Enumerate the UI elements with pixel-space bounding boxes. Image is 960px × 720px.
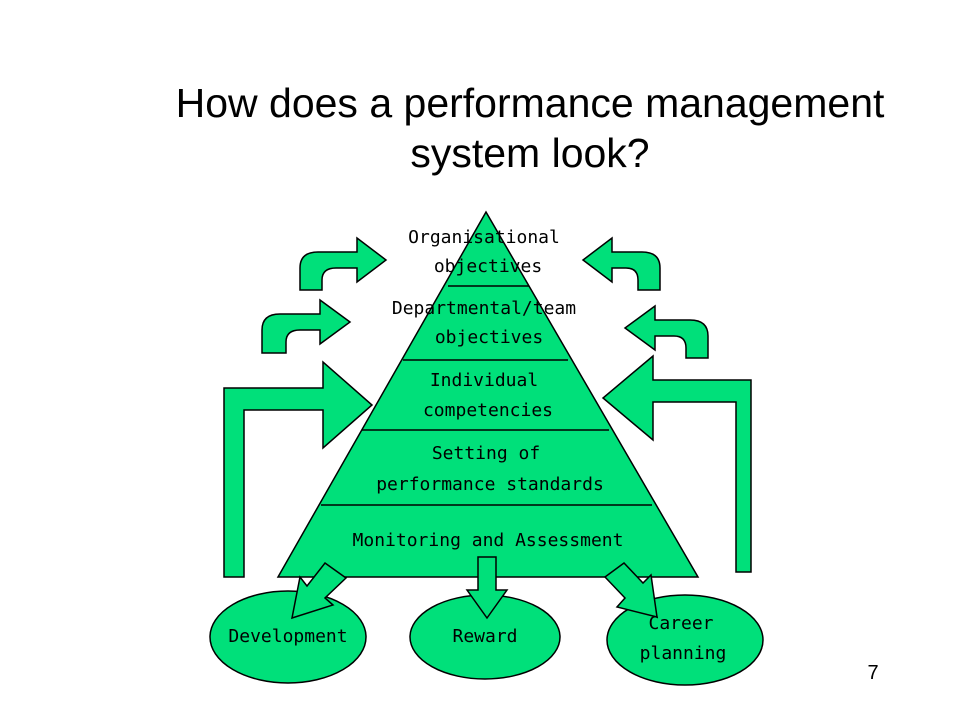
level-1-label-line-2: objectives: [434, 256, 542, 277]
level-2-label-line-2: objectives: [435, 327, 543, 348]
outcome-reward-label: Reward: [452, 626, 517, 647]
level-1-label-line-1: Organisational: [408, 227, 560, 248]
curved-arrow-right-second-icon: [623, 304, 709, 359]
bent-arrow-right-icon: [601, 354, 752, 573]
level-3-label-line-2: competencies: [423, 400, 553, 421]
level-5-label: Monitoring and Assessment: [353, 530, 624, 551]
arrow-to-reward-icon: [465, 556, 509, 620]
arrow-to-development-icon: [291, 561, 348, 620]
title-line-1: How does a performance management: [175, 80, 885, 126]
title-line-2: system look?: [410, 130, 650, 176]
page-title: How does a performance management system…: [130, 78, 930, 178]
curved-arrow-left-top-icon: [299, 236, 388, 291]
outcome-career-planning: [606, 594, 764, 686]
level-2-label-line-1: Departmental/team: [392, 298, 576, 319]
level-4-label-line-2: performance standards: [376, 474, 604, 495]
level-4-label-line-1: Setting of: [432, 443, 540, 464]
level-3-label-line-1: Individual: [430, 370, 538, 391]
outcome-development-label: Development: [228, 626, 347, 647]
bent-arrow-left-icon: [223, 360, 374, 578]
curved-arrow-left-second-icon: [261, 298, 352, 354]
outcome-career-label-line-2: planning: [640, 643, 727, 664]
curved-arrow-right-top-icon: [581, 236, 661, 291]
outcome-development: [209, 590, 367, 684]
arrow-to-career-icon: [603, 562, 658, 618]
page-number: 7: [867, 662, 879, 684]
outcome-career-label-line-1: Career: [648, 613, 713, 634]
